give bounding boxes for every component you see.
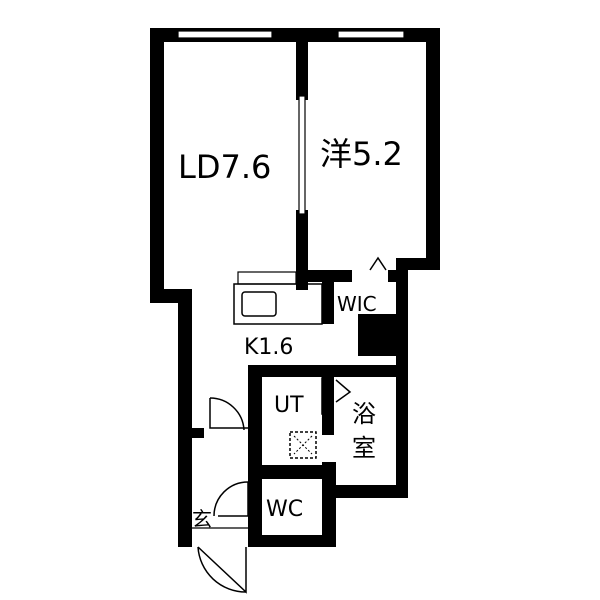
door-swings	[189, 397, 249, 594]
room-label-wc: WC	[266, 497, 303, 522]
windows	[177, 30, 405, 215]
washer-pan	[289, 431, 317, 459]
room-label-kitchen: K1.6	[244, 335, 293, 360]
room-label-ld: LD7.6	[178, 148, 271, 186]
room-label-bath-1: 浴	[352, 400, 376, 428]
room-label-wic: WIC	[337, 292, 377, 316]
room-label-entrance: 玄	[192, 507, 212, 531]
room-labels: LD7.6 洋5.2 WIC K1.6 UT 浴 室 WC 玄	[178, 135, 403, 531]
ut-door-marker	[321, 377, 352, 415]
kitchen-counter	[233, 271, 323, 325]
room-label-ut: UT	[274, 393, 304, 418]
room-label-bath-2: 室	[352, 434, 376, 462]
interior-walls	[182, 28, 408, 547]
room-label-western: 洋5.2	[320, 135, 403, 173]
wic-door-marker	[369, 256, 387, 271]
